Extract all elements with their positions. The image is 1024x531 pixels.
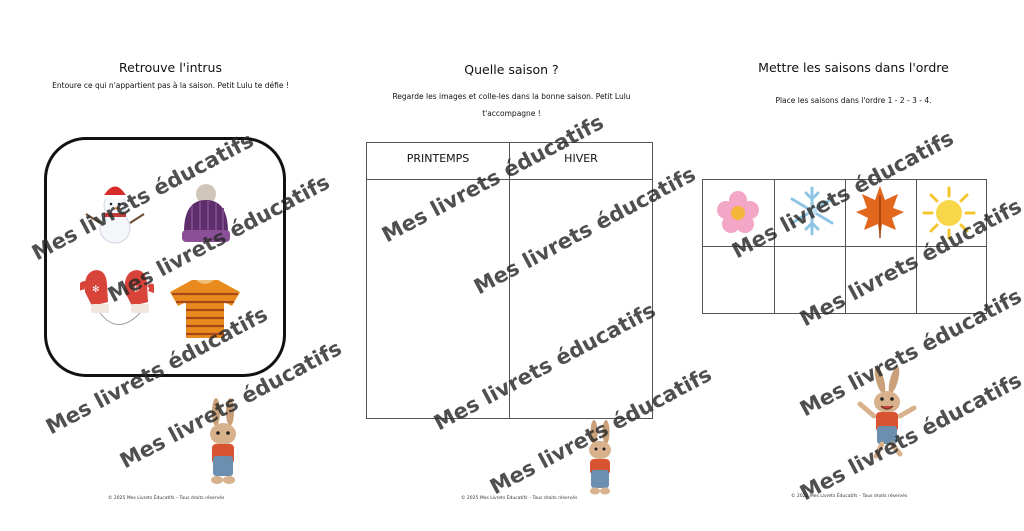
flower-icon[interactable] — [714, 188, 762, 236]
order-slot-4[interactable] — [917, 247, 986, 313]
page-title: Retrouve l'intrus — [119, 60, 222, 75]
column-header-printemps: PRINTEMPS — [406, 152, 470, 165]
bunny-mascot-icon — [857, 366, 917, 459]
instruction-text-line2: t'accompagne ! — [482, 109, 541, 118]
mittens-icon[interactable]: ✻ ✻ — [80, 262, 154, 334]
page-title: Mettre les saisons dans l'ordre — [758, 60, 949, 75]
striped-tshirt-icon[interactable] — [168, 276, 242, 340]
snowflake-icon[interactable] — [786, 185, 838, 237]
column-header-hiver: HIVER — [564, 152, 598, 165]
copyright-footer: © 2025 Mes Livrets Éducatifs – Tous droi… — [108, 496, 225, 501]
order-slot-1[interactable] — [703, 247, 774, 313]
drop-zone-hiver[interactable] — [510, 180, 652, 418]
wool-hat-icon[interactable] — [178, 182, 234, 246]
instruction-text: Place les saisons dans l'ordre 1 - 2 - 3… — [775, 96, 932, 105]
worksheet-which-season: Quelle saison ? Regarde les images et co… — [341, 0, 682, 531]
copyright-footer: © 2025 Mes Livrets Éducatifs – Tous droi… — [461, 496, 578, 501]
svg-text:✻: ✻ — [92, 285, 100, 295]
svg-text:✻: ✻ — [132, 285, 140, 295]
instruction-text: Entoure ce qui n'appartient pas à la sai… — [52, 81, 289, 90]
page-title: Quelle saison ? — [464, 62, 559, 77]
bunny-mascot-icon — [210, 398, 236, 484]
bunny-mascot-icon — [589, 420, 611, 495]
copyright-footer: © 2025 Mes Livrets Éducatifs – Tous droi… — [791, 494, 908, 499]
rounded-frame — [44, 137, 286, 377]
drop-zone-printemps[interactable] — [367, 180, 509, 418]
order-slot-3[interactable] — [846, 247, 916, 313]
instruction-text-line1: Regarde les images et colle-les dans la … — [392, 92, 631, 101]
worksheet-order-seasons: Mettre les saisons dans l'ordre Place le… — [683, 0, 1024, 531]
autumn-leaf-icon[interactable] — [854, 184, 906, 240]
season-order-grid — [702, 179, 987, 314]
season-sort-table: PRINTEMPS HIVER — [366, 142, 653, 419]
sun-icon[interactable] — [922, 186, 976, 240]
worksheet-find-intruder: Retrouve l'intrus Entoure ce qui n'appar… — [0, 0, 341, 531]
snowman-icon[interactable] — [82, 178, 148, 246]
order-slot-2[interactable] — [775, 247, 845, 313]
